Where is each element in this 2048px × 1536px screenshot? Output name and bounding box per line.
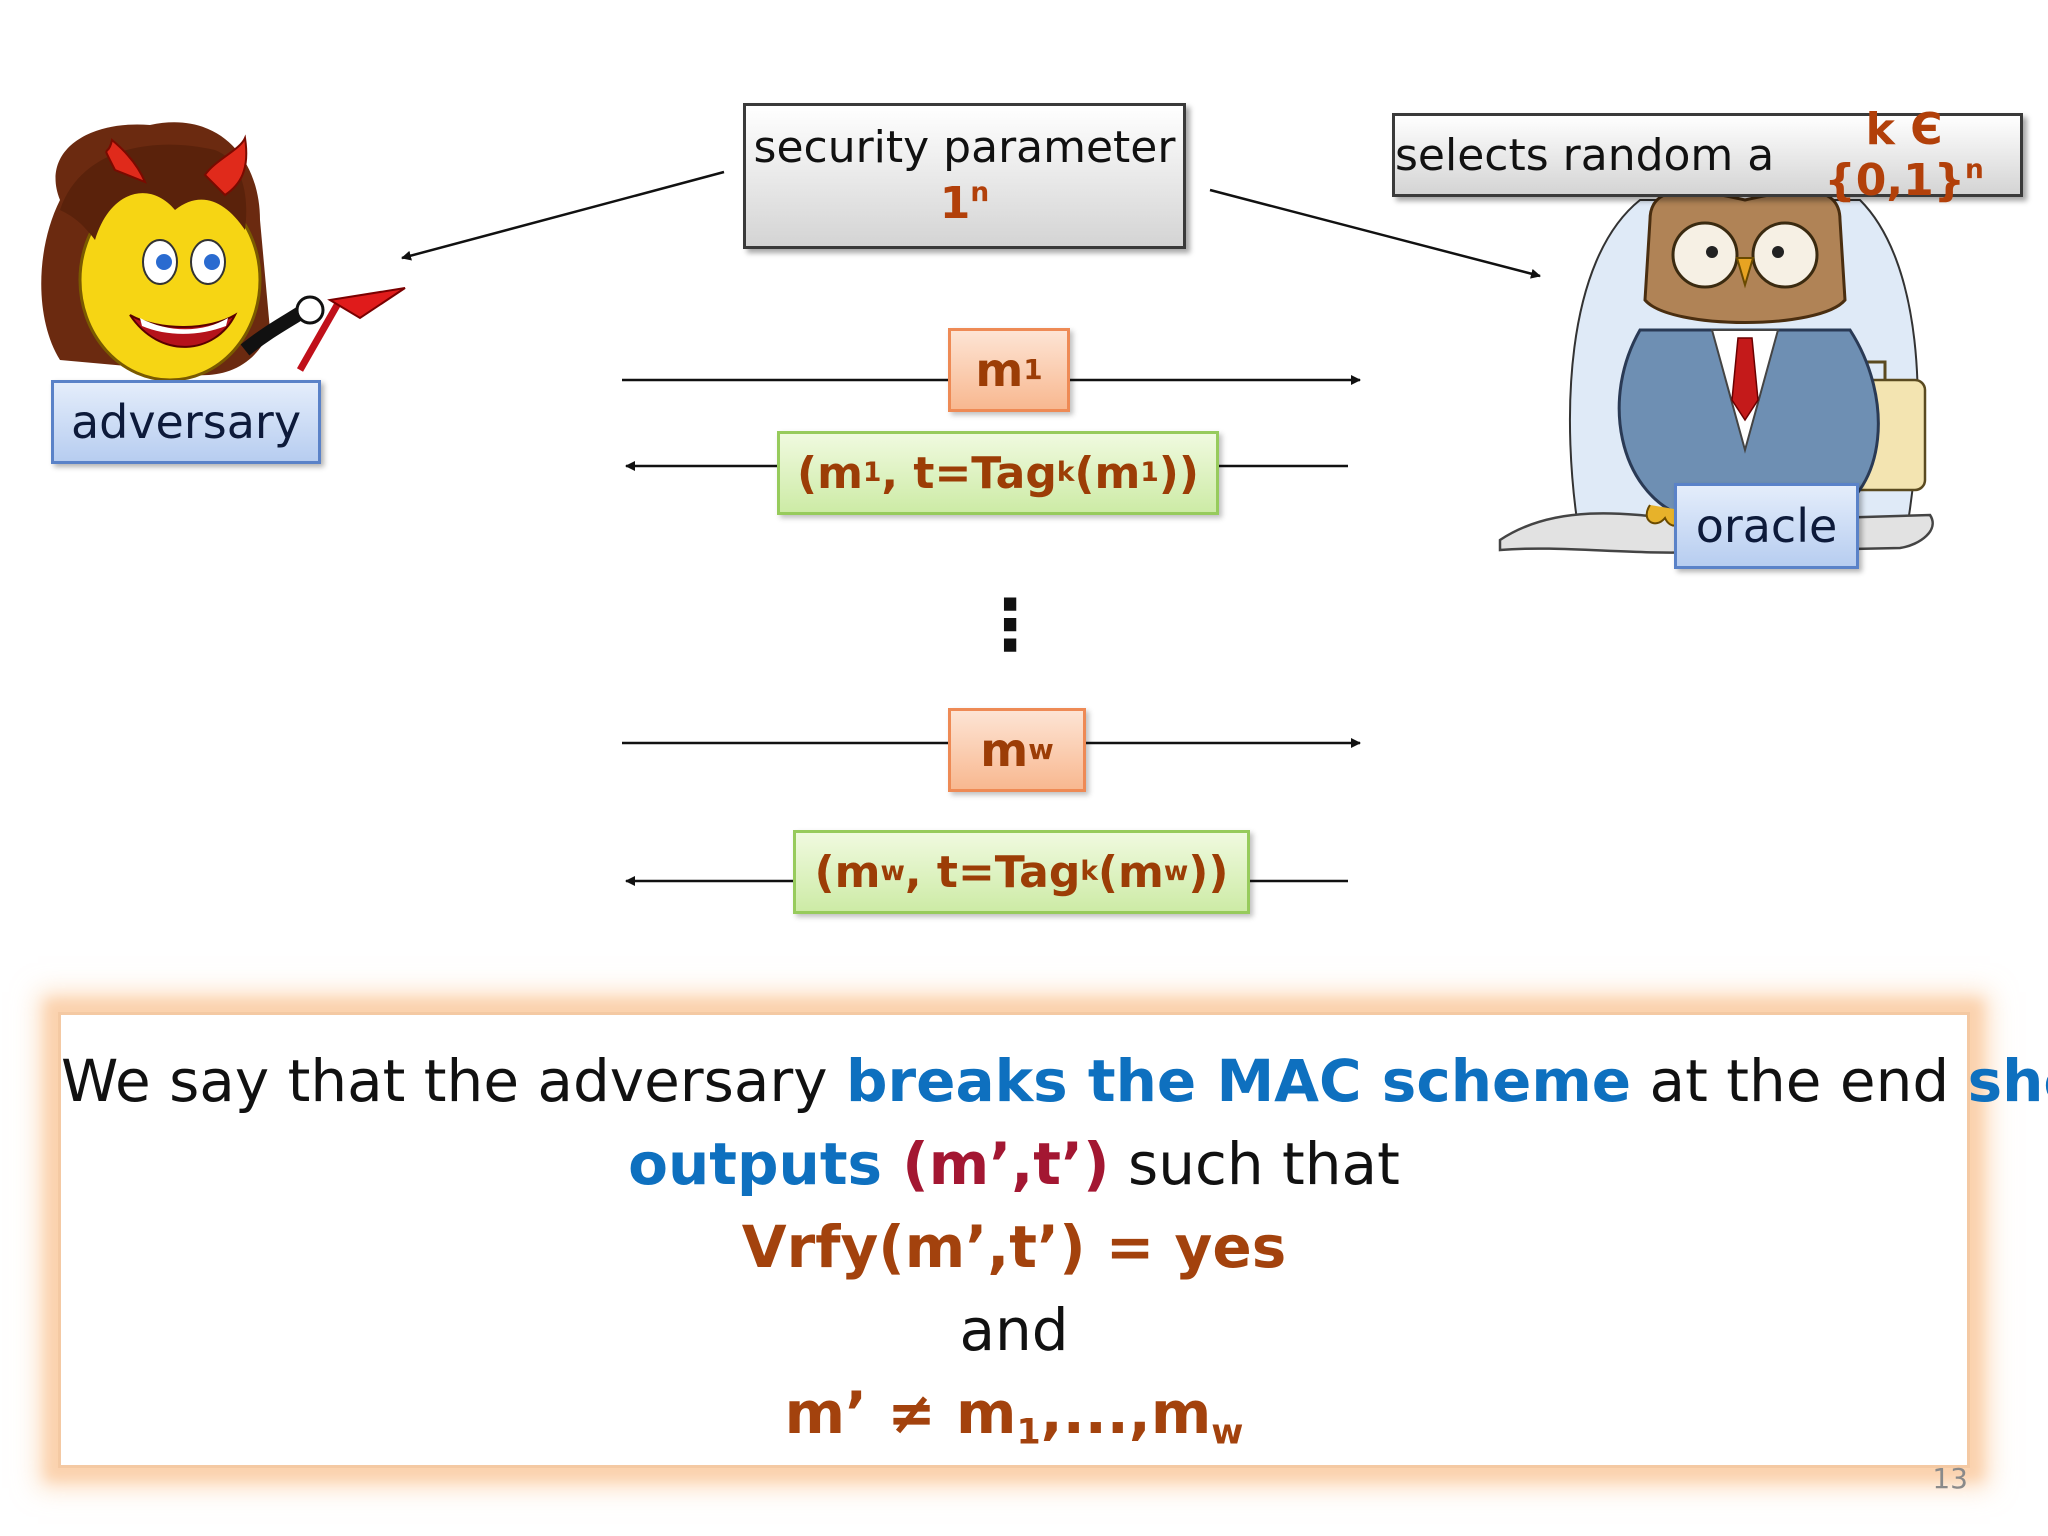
arrow-to-oracle — [1209, 188, 1541, 279]
page-number: 13 — [1932, 1462, 1968, 1495]
statement-line-3: Vrfy(m’,t’) = yes — [741, 1213, 1287, 1281]
statement-line-5: m’ ≠ m1,...,mw — [784, 1379, 1244, 1453]
security-parameter-value: 1n — [939, 176, 990, 229]
security-parameter-box: security parameter 1n — [743, 103, 1186, 249]
devil-adversary-icon — [41, 122, 406, 382]
statement-line-1: We say that the adversary breaks the MAC… — [61, 1047, 2048, 1115]
vertical-ellipsis: ⋮ — [975, 584, 1045, 666]
statement-line-2: outputs (m’,t’) such that — [628, 1130, 1400, 1198]
oracle-key-prefix: selects random a — [1395, 129, 1789, 181]
arrow-to-adversary — [401, 170, 725, 261]
oracle-key-value: k Є {0,1}n — [1824, 104, 1984, 206]
oracle-label: oracle — [1674, 483, 1859, 569]
definition-statement-box: We say that the adversary breaks the MAC… — [58, 1012, 2048, 1468]
adversary-label: adversary — [51, 380, 321, 464]
security-parameter-label: security parameter — [753, 122, 1176, 173]
oracle-key-box: selects random a k Є {0,1}n — [1392, 104, 2023, 206]
statement-line-4: and — [959, 1296, 1069, 1364]
